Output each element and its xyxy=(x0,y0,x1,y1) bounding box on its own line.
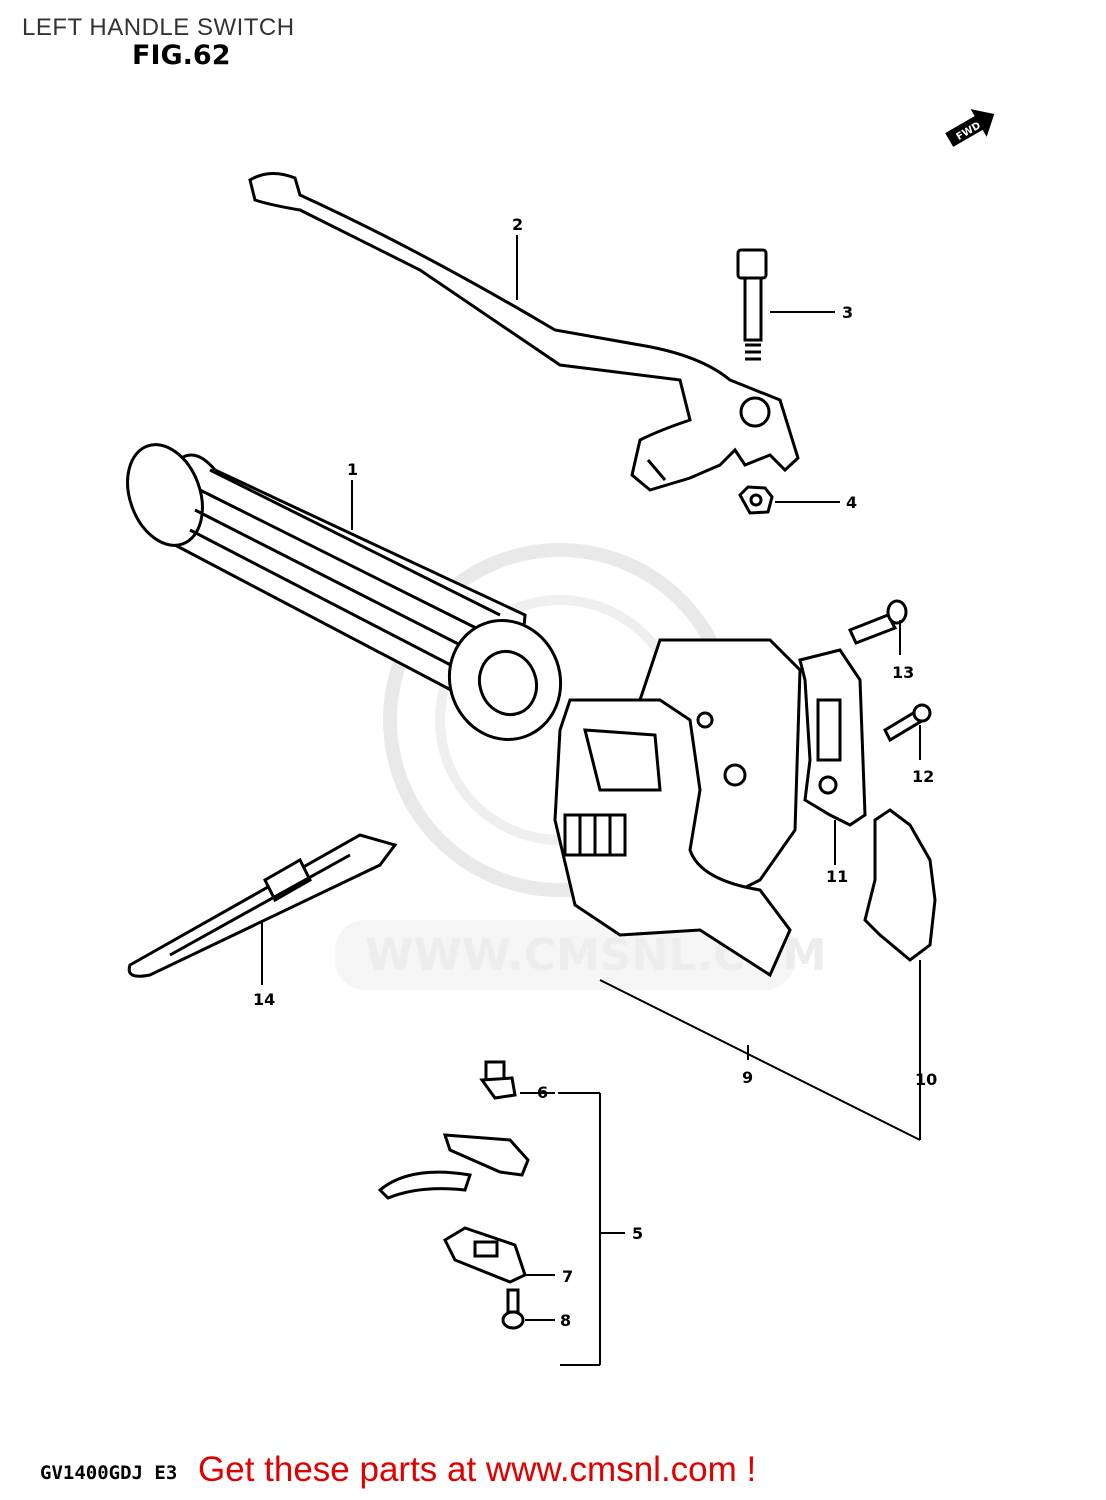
screw-13 xyxy=(847,599,908,645)
clutch-lever xyxy=(248,172,800,492)
callout-13: 13 xyxy=(892,663,914,682)
callout-2: 2 xyxy=(512,215,523,234)
callout-5: 5 xyxy=(632,1224,643,1243)
callout-7: 7 xyxy=(562,1267,573,1286)
callout-3: 3 xyxy=(842,303,853,322)
callout-1: 1 xyxy=(347,460,358,479)
leader-lines xyxy=(261,235,921,1366)
shop-link[interactable]: Get these parts at www.cmsnl.com ! xyxy=(198,1450,757,1489)
cover-10 xyxy=(863,808,937,962)
callout-8: 8 xyxy=(560,1311,571,1330)
arrow-icon: FWD xyxy=(945,109,995,147)
switch-plate xyxy=(377,1133,530,1200)
cable-strap xyxy=(127,833,398,978)
plate-7 xyxy=(443,1226,527,1284)
clip-6 xyxy=(479,1060,517,1100)
callout-14: 14 xyxy=(253,990,275,1009)
model-code: GV1400GDJ E3 xyxy=(40,1462,178,1484)
clamp-bracket xyxy=(798,648,867,827)
screw-12 xyxy=(883,703,932,743)
nut-4 xyxy=(738,485,774,515)
callout-11: 11 xyxy=(826,867,848,886)
callout-12: 12 xyxy=(912,767,934,786)
callout-6: 6 xyxy=(537,1083,548,1102)
bolt-3 xyxy=(736,248,768,361)
figure-label: FIG.62 xyxy=(132,40,231,71)
handle-grip xyxy=(126,443,563,741)
callout-labels: 1 2 3 4 5 6 7 8 9 10 11 12 13 14 xyxy=(253,215,937,1330)
callout-10: 10 xyxy=(915,1070,937,1089)
callout-4: 4 xyxy=(846,493,857,512)
switch-housing xyxy=(553,638,802,978)
page-title: LEFT HANDLE SWITCH xyxy=(22,14,295,41)
screw-8 xyxy=(501,1288,525,1330)
callout-9: 9 xyxy=(742,1068,753,1087)
